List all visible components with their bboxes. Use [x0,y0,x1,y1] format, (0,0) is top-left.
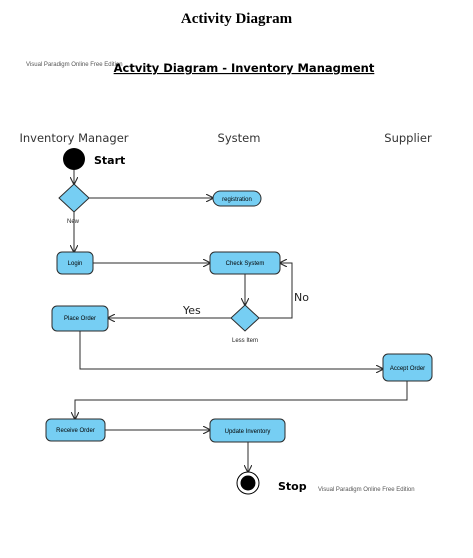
activity-check-system[interactable] [209,251,281,275]
stop-node-inner [240,475,256,491]
edge-place-order-to-accept-order [79,331,383,369]
start-node[interactable] [63,148,85,170]
activity-accept-order[interactable] [382,353,433,382]
edge-less-item-no [259,263,293,319]
activity-update-inventory[interactable] [209,418,286,443]
activity-registration[interactable] [212,190,262,207]
activity-login[interactable] [56,251,94,275]
decision-less-item-label: Less Item [232,338,258,344]
watermark-top: Visual Paradigm Online Free Edition [26,62,123,68]
watermark-bottom: Visual Paradigm Online Free Edition [318,487,415,493]
activity-login-label: Login [68,261,83,267]
activity-receive-order-label: Receive Order [56,428,95,434]
activity-accept-order-label: Accept Order [390,366,425,372]
activity-registration-label: registration [222,197,252,203]
edge-accept-order-to-receive-order [75,381,408,419]
guard-no: No [294,291,309,304]
stop-label: Stop [278,480,307,493]
decision-new-label: New [67,219,80,225]
activity-place-order-label: Place Order [64,316,96,322]
decision-less-item[interactable] [230,304,260,332]
activity-receive-order[interactable] [45,418,106,442]
diagram-title: Actvity Diagram - Inventory Managment [114,61,375,75]
edges [74,170,408,472]
activity-update-inventory-label: Update Inventory [225,429,271,435]
lane-inventory-manager: Inventory Manager [20,131,129,145]
page-title: Activity Diagram [180,11,293,27]
decision-new[interactable] [58,183,90,213]
guard-yes: Yes [182,304,201,317]
activity-place-order[interactable] [51,305,109,332]
lane-supplier: Supplier [384,131,432,145]
lane-system: System [218,131,261,145]
start-label: Start [94,154,125,167]
activity-check-system-label: Check System [226,261,265,267]
